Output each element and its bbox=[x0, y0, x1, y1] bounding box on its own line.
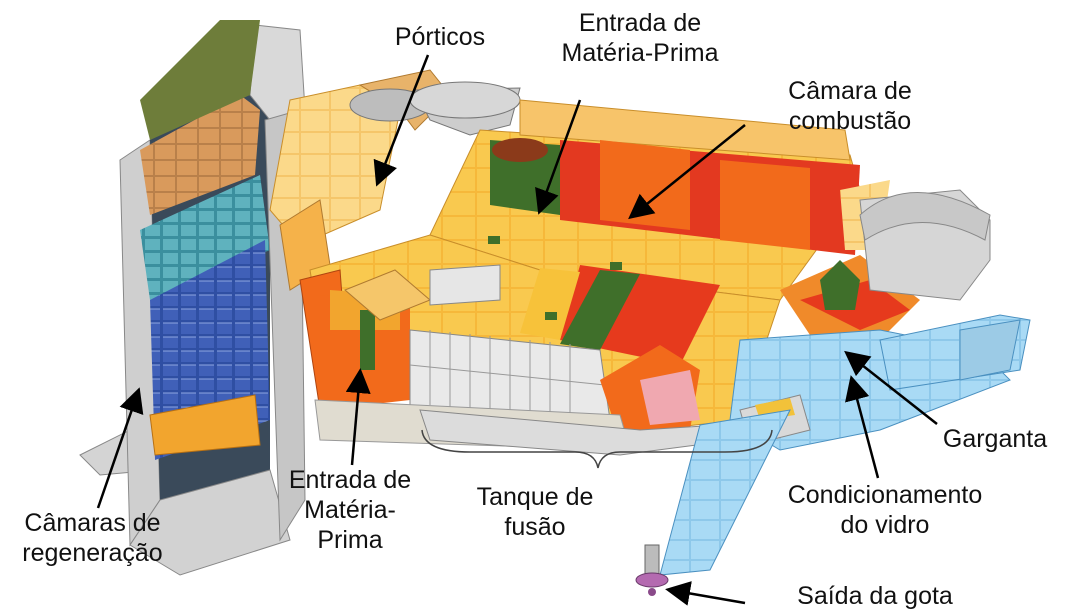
melting-tank bbox=[299, 234, 781, 456]
arrow-entrada-baixo bbox=[345, 368, 371, 466]
arrow-camaras-regeneracao bbox=[96, 387, 144, 509]
throat-and-refiner bbox=[635, 180, 1031, 596]
arrow-camara-combustao bbox=[628, 124, 746, 220]
melting-tank-brace bbox=[421, 429, 773, 469]
label-porticos: Pórticos bbox=[394, 23, 486, 51]
label-saida-gota: Saída da gota bbox=[797, 582, 953, 610]
label-camaras-regeneracao: Câmaras de regeneração bbox=[22, 509, 163, 567]
arrow-entrada-topo bbox=[535, 99, 582, 215]
label-condicionamento-vidro: Condicionamento do vidro bbox=[787, 481, 983, 539]
label-entrada-materia-prima-bottom: Entrada de Matéria- Prima bbox=[288, 466, 412, 554]
label-garganta: Garganta bbox=[942, 425, 1048, 453]
arrow-porticos bbox=[373, 54, 430, 187]
label-camara-combustao: Câmara de combustão bbox=[788, 77, 912, 135]
regenerator-chamber bbox=[79, 20, 306, 576]
label-entrada-materia-prima-top: Entrada de Matéria-Prima bbox=[561, 9, 719, 67]
arrow-garganta bbox=[844, 350, 938, 425]
arrow-saida-gota bbox=[665, 581, 746, 606]
arrow-condicionamento bbox=[845, 375, 880, 479]
label-tanque-fusao: Tanque de fusão bbox=[476, 483, 594, 541]
